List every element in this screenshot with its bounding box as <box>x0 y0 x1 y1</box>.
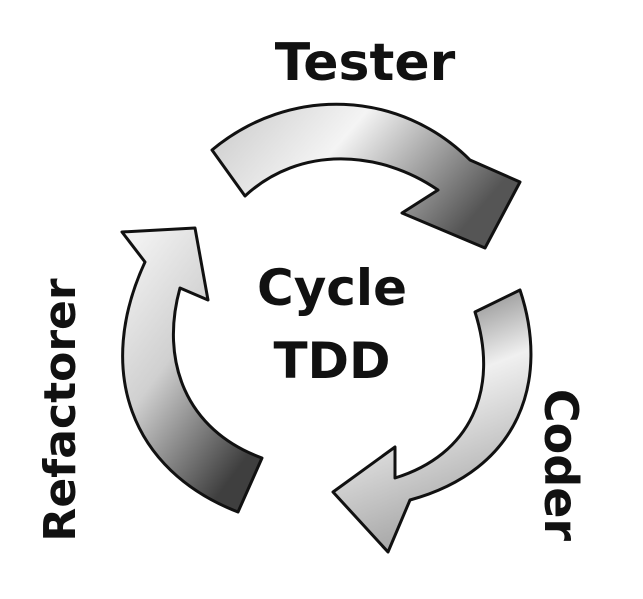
arrow-right <box>331 288 533 554</box>
label-refactorer: Refactorer <box>35 278 86 541</box>
center-label-tdd: TDD <box>273 332 390 390</box>
center-label-cycle: Cycle <box>257 259 407 317</box>
label-tester: Tester <box>275 33 456 93</box>
arrow-top <box>210 102 522 250</box>
arrow-left <box>120 226 264 514</box>
label-coder: Coder <box>534 389 588 541</box>
